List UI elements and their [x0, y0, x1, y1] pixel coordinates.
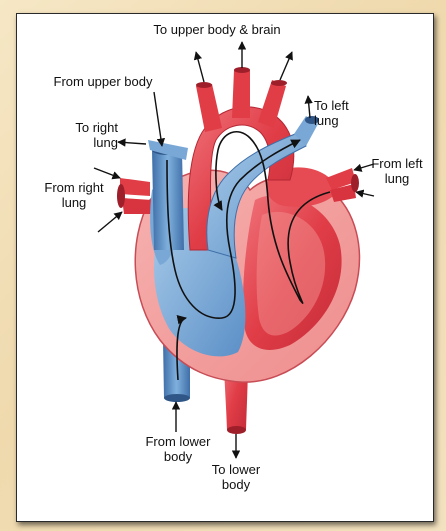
aortic-branch-right	[258, 80, 286, 128]
label-from-left-lung: From left lung	[362, 156, 432, 186]
label-to-right-lung-line2: lung	[48, 135, 118, 150]
arrow-from-right-lung-upper	[94, 168, 120, 178]
aortic-branch-right-opening	[271, 80, 287, 86]
right-pulmonary-vein-opening	[117, 184, 125, 208]
label-to-lower-body: To lower body	[186, 462, 286, 492]
left-pulmonary-vein-opening	[351, 174, 359, 192]
arrow-to-upper-body-left	[196, 52, 204, 82]
label-to-left-lung: To left lung	[314, 98, 374, 128]
label-from-upper-body: From upper body	[28, 74, 178, 89]
label-from-left-lung-line1: From left	[362, 156, 432, 171]
label-from-lower-body: From lower body	[118, 434, 238, 464]
label-to-left-lung-line1: To left	[314, 98, 374, 113]
aortic-branch-middle	[232, 70, 250, 118]
aortic-branch-left-opening	[196, 82, 212, 88]
label-to-lower-body-line2: body	[186, 477, 286, 492]
label-to-left-lung-line2: lung	[314, 113, 374, 128]
label-from-right-lung: From right lung	[34, 180, 114, 210]
arrow-from-right-lung-lower	[98, 212, 122, 232]
label-from-right-lung-line1: From right	[34, 180, 114, 195]
label-from-right-lung-line2: lung	[34, 195, 114, 210]
arrow-from-upper-body	[154, 92, 162, 146]
arrow-to-upper-body-right	[280, 52, 292, 80]
arrow-to-right-lung	[118, 142, 146, 144]
descending-aorta-opening	[227, 426, 246, 434]
label-to-right-lung: To right lung	[48, 120, 118, 150]
right-pulmonary-vein-lower	[122, 198, 152, 214]
aortic-branch-left	[196, 84, 222, 132]
inferior-vena-cava-opening	[164, 394, 190, 402]
label-from-lower-body-line1: From lower	[118, 434, 238, 449]
label-to-right-lung-line1: To right	[48, 120, 118, 135]
label-to-upper-body-brain: To upper body & brain	[127, 22, 307, 37]
label-to-lower-body-line1: To lower	[186, 462, 286, 477]
arrow-to-left-lung	[308, 96, 310, 118]
label-from-left-lung-line2: lung	[362, 171, 432, 186]
arrow-from-left-lung-lower	[356, 192, 374, 196]
